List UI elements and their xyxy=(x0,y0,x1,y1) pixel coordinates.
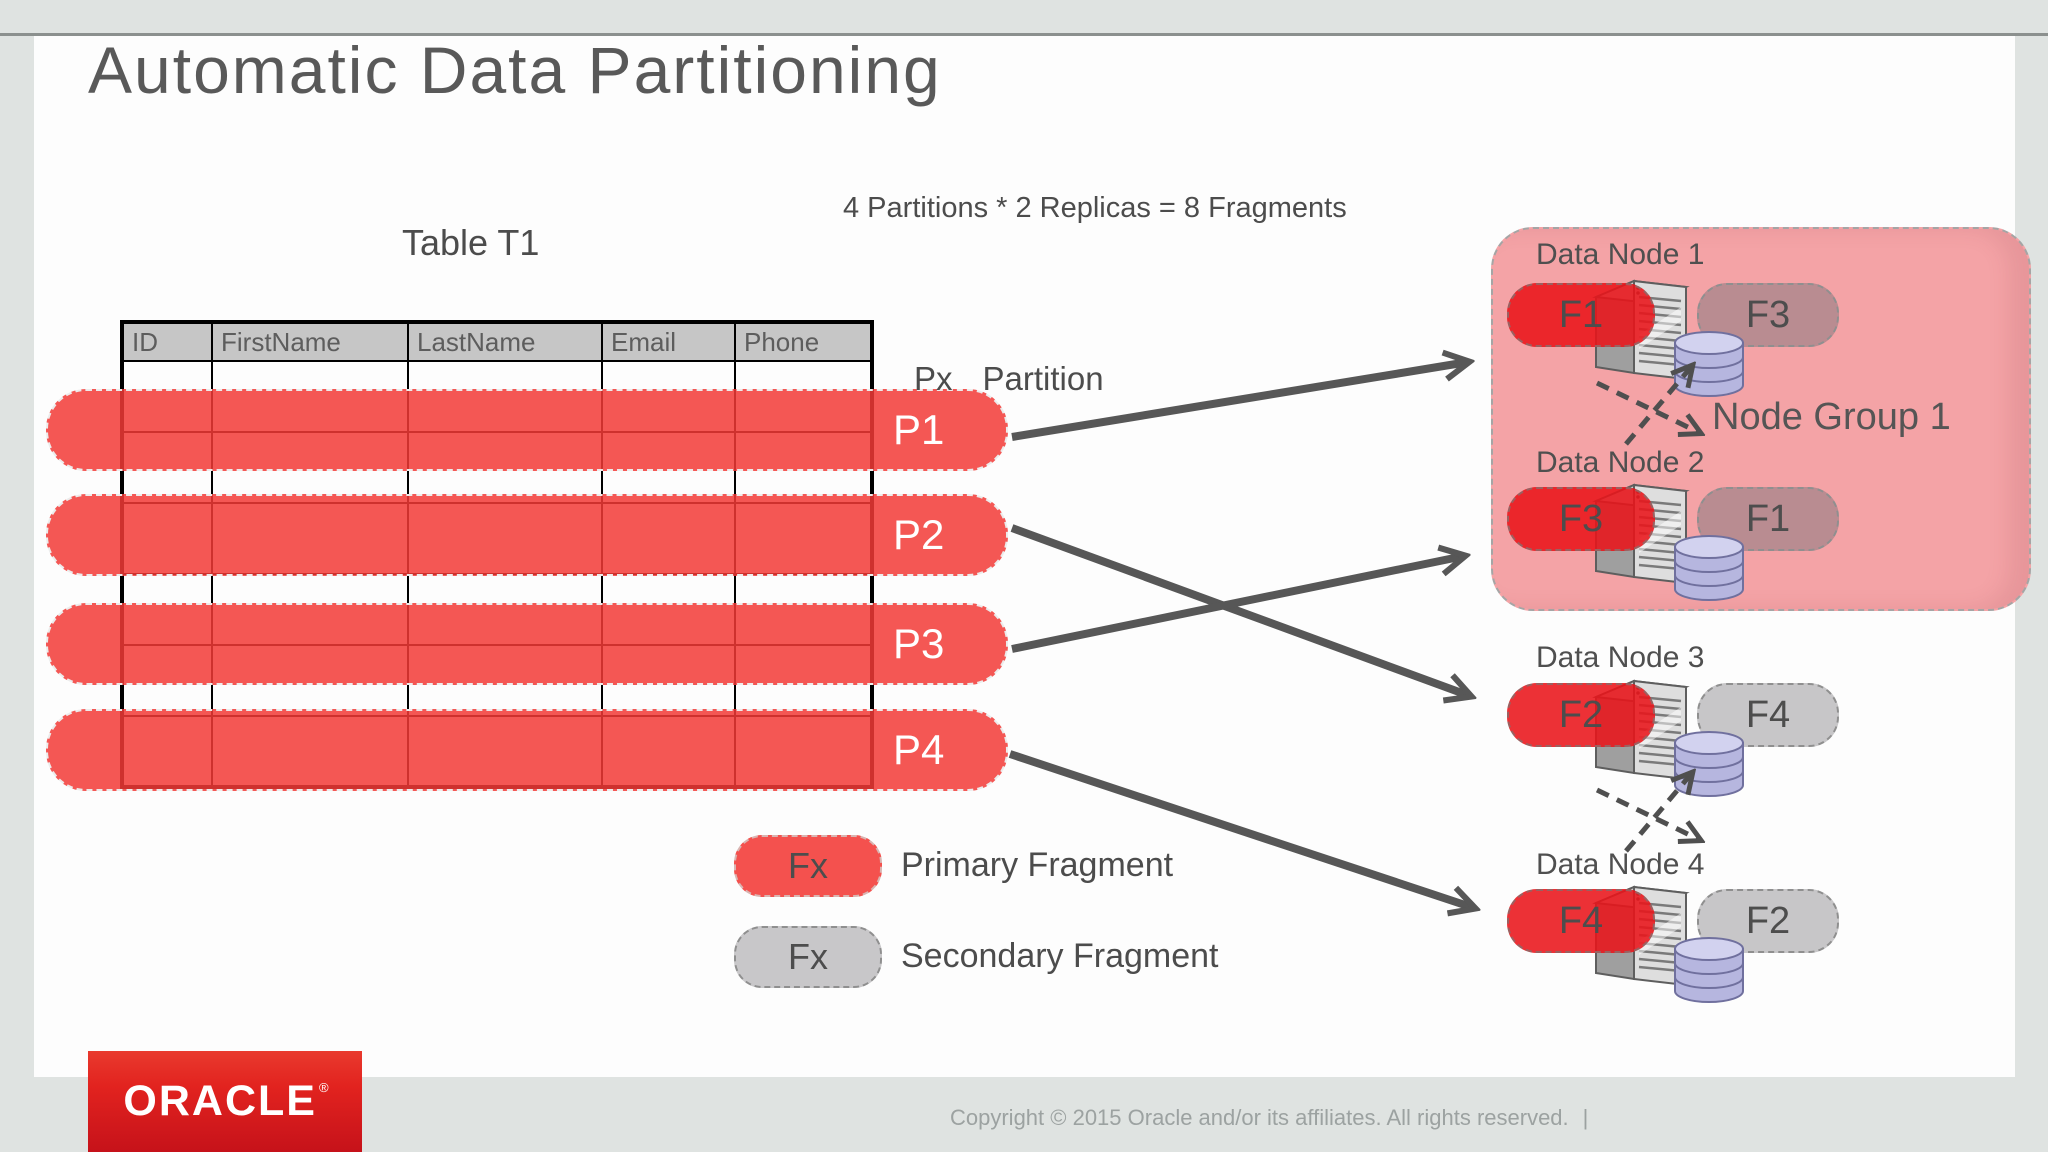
fragment-label: F4 xyxy=(1558,899,1604,942)
column-header-firstname: FirstName xyxy=(211,321,409,362)
node-group-label: Node Group 1 xyxy=(1712,396,1951,438)
legend-primary-label: Primary Fragment xyxy=(901,846,1174,884)
database-icon xyxy=(1668,935,1750,1005)
primary-fragment: F2 xyxy=(1507,683,1655,747)
legend-secondary-label: Secondary Fragment xyxy=(901,937,1219,975)
column-header-lastname: LastName xyxy=(407,321,603,362)
table-caption: Table T1 xyxy=(402,222,540,263)
database-icon xyxy=(1668,329,1750,399)
fragment-label: F4 xyxy=(1745,693,1791,736)
fragment-label: F2 xyxy=(1558,693,1604,736)
top-divider xyxy=(0,33,2048,36)
partition-band-p4: P4 xyxy=(46,709,1008,791)
legend-secondary-swatch: Fx xyxy=(734,926,882,988)
slide-title: Automatic Data Partitioning xyxy=(88,33,942,107)
column-header-email: Email xyxy=(601,321,736,362)
partition-band-p3: P3 xyxy=(46,603,1008,685)
fragment-label: F1 xyxy=(1558,293,1604,336)
copyright-line: Copyright © 2015 Oracle and/or its affil… xyxy=(950,1105,1569,1130)
data-node-2-label: Data Node 2 xyxy=(1536,446,1705,479)
legend-swatch-label: Fx xyxy=(788,845,828,886)
partition-key-label: Partition xyxy=(982,360,1104,397)
fragments-formula: 4 Partitions * 2 Replicas = 8 Fragments xyxy=(843,192,1347,224)
column-header-phone: Phone xyxy=(734,321,873,362)
legend-swatch-label: Fx xyxy=(788,936,828,977)
table-header-row: ID FirstName LastName Email Phone xyxy=(121,321,873,362)
primary-fragment: F4 xyxy=(1507,889,1655,953)
database-icon xyxy=(1668,729,1750,799)
footer-divider: | xyxy=(1582,1105,1589,1130)
data-node-3-label: Data Node 3 xyxy=(1536,641,1705,674)
primary-fragment: F1 xyxy=(1507,283,1655,347)
column-header-id: ID xyxy=(121,321,213,362)
partition-label: P4 xyxy=(893,726,945,773)
partition-band-p2: P2 xyxy=(46,494,1008,576)
database-icon xyxy=(1668,533,1750,603)
legend-primary-swatch: Fx xyxy=(734,835,882,897)
data-node-1-label: Data Node 1 xyxy=(1536,238,1705,271)
oracle-logo-text: ORACLE xyxy=(123,1077,317,1125)
partition-key: Px Partition xyxy=(914,360,1104,398)
partition-band-p1: P1 xyxy=(46,389,1008,471)
partition-key-abbr: Px xyxy=(914,360,953,397)
fragment-label: F3 xyxy=(1558,497,1604,540)
copyright-text: Copyright © 2015 Oracle and/or its affil… xyxy=(950,1105,1588,1131)
data-node-4-label: Data Node 4 xyxy=(1536,848,1705,881)
primary-fragment: F3 xyxy=(1507,487,1655,551)
oracle-logo: ORACLE® xyxy=(88,1051,362,1152)
fragment-label: F2 xyxy=(1745,899,1791,942)
fragment-label: F3 xyxy=(1745,293,1791,336)
partition-label: P2 xyxy=(893,511,945,558)
fragment-label: F1 xyxy=(1745,497,1791,540)
partition-label: P3 xyxy=(893,620,945,667)
partition-label: P1 xyxy=(893,406,945,453)
registered-mark: ® xyxy=(318,1080,329,1095)
